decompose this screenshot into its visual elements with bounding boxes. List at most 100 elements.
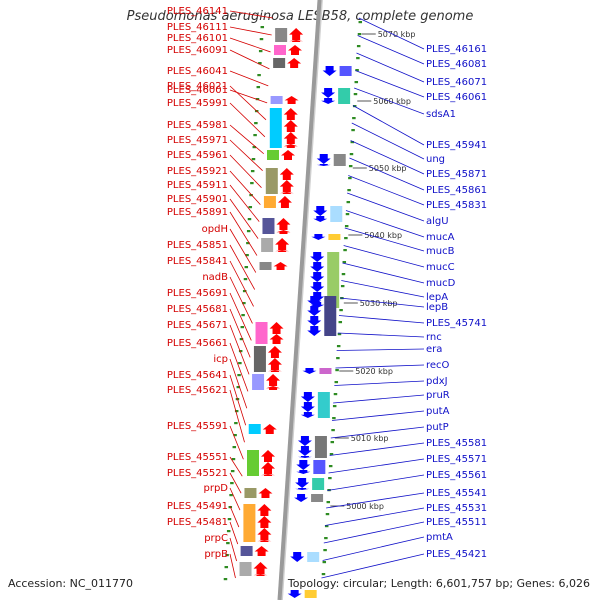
scale-dot: [324, 537, 328, 540]
gene-arrow-reverse: [307, 306, 322, 316]
scale-dot: [247, 218, 252, 221]
backbone: [277, 0, 323, 600]
label-leader-line: [229, 49, 270, 70]
gene-box: [319, 368, 332, 374]
gene-arrow-reverse: [321, 98, 336, 104]
gene-box: [244, 488, 257, 498]
label-leader-line: [328, 458, 425, 474]
gene-arrow-forward: [275, 238, 290, 250]
scale-dot: [335, 369, 339, 372]
scale-tick-label: 5060 kbp: [373, 97, 411, 106]
scale-dot: [336, 357, 340, 360]
gene-arrow-reverse: [297, 446, 312, 456]
scale-dot: [251, 158, 256, 161]
label-leader-line: [334, 380, 425, 386]
gene-arrow-forward: [267, 346, 282, 358]
gene-box: [270, 96, 283, 104]
label-leader-line: [336, 348, 425, 351]
gene-arrow-forward: [283, 132, 298, 144]
scale-dot: [328, 465, 333, 468]
scale-dot: [249, 194, 253, 197]
label-leader-line: [229, 487, 241, 511]
gene-features: [239, 28, 352, 598]
scale-dot: [246, 242, 250, 245]
gene-box: [317, 392, 330, 418]
label-leader-line: [229, 70, 269, 87]
left-gene-label: PLES_45981: [167, 120, 228, 131]
gene-arrow-forward: [276, 230, 291, 234]
scale-tick-label: 5000 kbp: [346, 502, 384, 511]
scale-tick-label: 5050 kbp: [369, 164, 407, 173]
gene-arrow-forward: [269, 322, 284, 334]
label-leader-line: [343, 245, 425, 268]
label-leader-line: [340, 297, 425, 308]
scale-dot: [354, 81, 359, 84]
label-leader-line: [342, 262, 425, 284]
gene-arrow-forward: [273, 262, 288, 270]
gene-arrow-reverse: [322, 66, 337, 76]
label-leader-line: [351, 122, 425, 160]
scale-dot: [344, 225, 349, 228]
label-leader-line: [229, 537, 237, 562]
gene-box: [263, 196, 276, 208]
right-gene-label: PLES_45421: [426, 549, 487, 560]
right-gene-label: recO: [426, 360, 450, 371]
right-gene-label: PLES_46061: [426, 92, 487, 103]
label-leader-line: [229, 26, 272, 36]
scale-dot: [227, 518, 232, 521]
label-leader-line: [229, 102, 266, 138]
left-gene-label: PLES_45641: [167, 370, 228, 381]
gene-arrow-forward: [277, 196, 292, 208]
scale-dot: [355, 69, 359, 72]
topology-text: Topology: circular; Length: 6,601,757 bp…: [287, 577, 590, 590]
gene-arrow-forward: [275, 250, 290, 252]
gene-box: [253, 346, 266, 372]
scale-dot: [341, 273, 346, 276]
scale-dot: [231, 458, 236, 461]
gene-box: [262, 218, 275, 234]
right-gene-label: PLES_45561: [426, 470, 487, 481]
gene-arrow-reverse: [290, 552, 305, 562]
scale-dot: [230, 470, 235, 473]
label-leader-line: [229, 389, 245, 443]
gene-box: [247, 450, 259, 476]
scale-dot: [239, 338, 244, 341]
gene-box: [312, 478, 325, 490]
scale-dot: [358, 21, 363, 24]
scale-dot: [237, 374, 241, 377]
gene-box: [311, 494, 324, 502]
label-leader-line: [333, 394, 425, 404]
left-gene-label: PLES_46021: [167, 81, 228, 92]
scale-dot: [340, 285, 345, 288]
gene-box: [273, 58, 286, 68]
backbone-highlight: [281, 0, 323, 600]
scale-dot: [242, 302, 246, 305]
right-gene-label: PLES_45831: [426, 200, 487, 211]
scale-dot: [326, 501, 331, 504]
left-gene-label: PLES_46111: [167, 22, 228, 33]
gene-arrow-forward: [261, 462, 275, 474]
gene-arrow-reverse: [307, 296, 322, 306]
gene-arrow-forward: [269, 334, 284, 344]
label-leader-line: [324, 507, 425, 526]
right-gene-label: PLES_45541: [426, 488, 487, 499]
label-leader-line: [321, 553, 425, 579]
gene-box: [338, 88, 351, 104]
right-gene-label: lepA: [426, 292, 448, 303]
left-gene-label: PLES_45481: [167, 517, 228, 528]
right-gene-label: algU: [426, 216, 449, 227]
label-leader-line: [330, 426, 425, 439]
right-gene-label: mucD: [426, 278, 456, 289]
label-leader-line: [352, 105, 425, 146]
left-gene-label: icp: [213, 354, 228, 365]
left-gene-label: PLES_45911: [167, 180, 228, 191]
label-leader-line: [229, 374, 247, 426]
scale-tick-label: 5010 kbp: [351, 434, 389, 443]
left-gene-label: PLES_45691: [167, 288, 228, 299]
gene-arrow-reverse: [297, 456, 312, 458]
label-leader-line: [229, 244, 256, 290]
right-gene-label: ung: [426, 154, 445, 165]
scale-dot: [260, 26, 265, 29]
label-leader-line: [346, 192, 425, 222]
